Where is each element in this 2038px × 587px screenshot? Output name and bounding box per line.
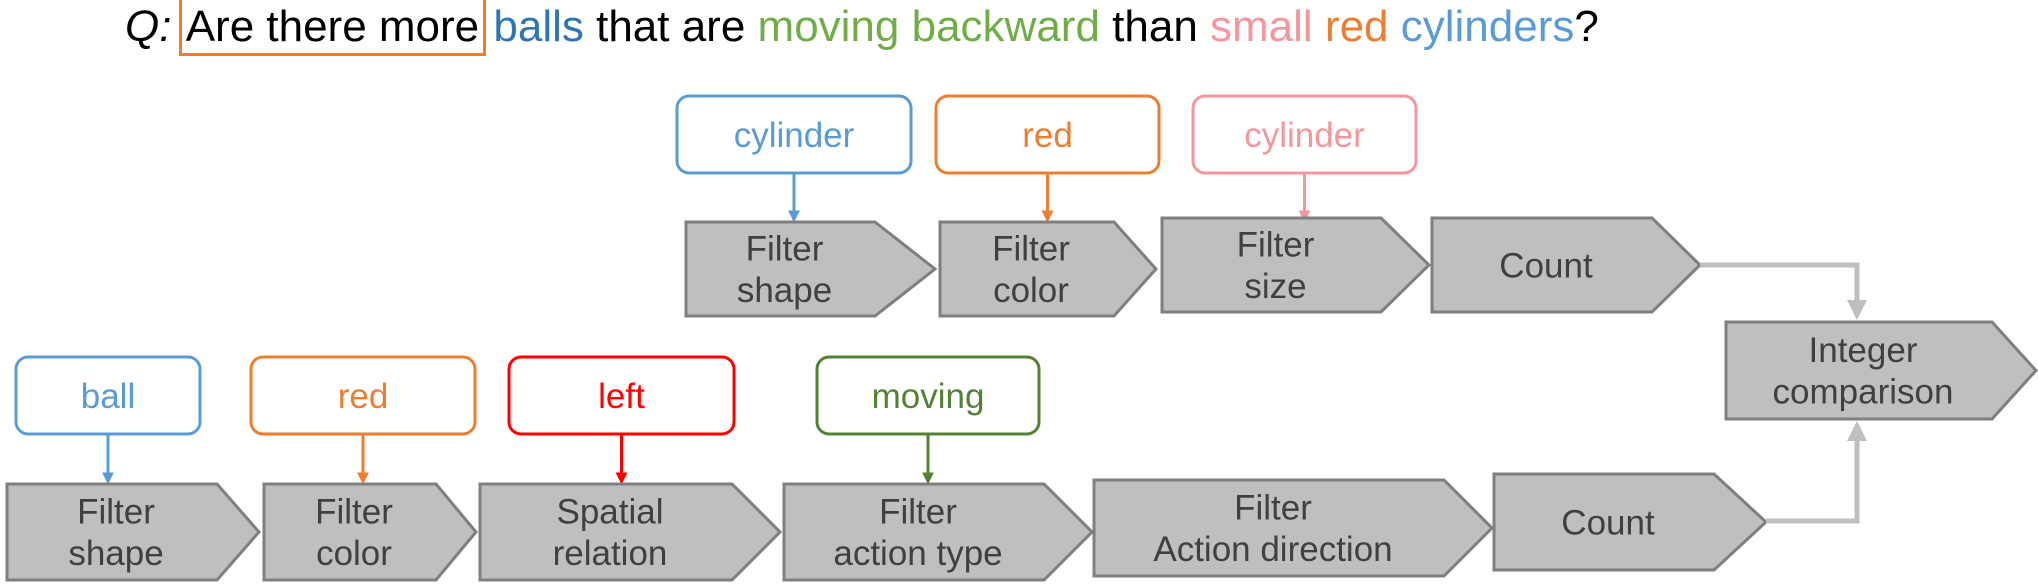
top-module-4 [1430,216,1703,314]
bottom-param-2-label: red [338,377,389,416]
connector-bottom-count [1766,421,1867,524]
question-segment: red [1312,2,1389,51]
connector-top-count [1700,262,1867,320]
top-param-2-label: red [1022,116,1073,155]
question-segment: cylinders [1388,2,1575,51]
top-module-1 [684,220,938,318]
bottom-module-4 [782,482,1095,582]
question-prefix: Q: [125,2,172,51]
question-segment: Are there more [178,0,487,56]
question-segment: balls [481,2,584,51]
question-segment: than [1099,2,1198,51]
question-segment: small [1197,2,1313,51]
question-segment: moving backward [745,2,1100,51]
bottom-module-2 [262,482,478,582]
question-segment: that are [583,2,746,51]
bottom-module-6 [1492,472,1769,572]
question-segment: ? [1574,2,1599,51]
bottom-module-5 [1092,478,1495,578]
bottom-module-6-label: Count [1561,503,1655,542]
question-segments: Are there more balls that are moving bac… [178,0,1599,56]
final-module-integer-comparison [1724,320,2038,421]
bottom-module-1 [5,482,261,582]
top-module-3 [1160,216,1432,314]
question-text: Q: Are there more balls that are moving … [125,0,1599,56]
top-module-2 [938,220,1159,318]
top-param-1-label: cylinder [734,116,855,155]
bottom-param-3-label: left [598,377,645,416]
bottom-param-1-label: ball [81,377,135,416]
bottom-module-3 [478,482,783,582]
top-param-3-label: cylinder [1244,116,1365,155]
bottom-param-4-label: moving [872,377,985,416]
top-module-4-label: Count [1499,246,1593,285]
